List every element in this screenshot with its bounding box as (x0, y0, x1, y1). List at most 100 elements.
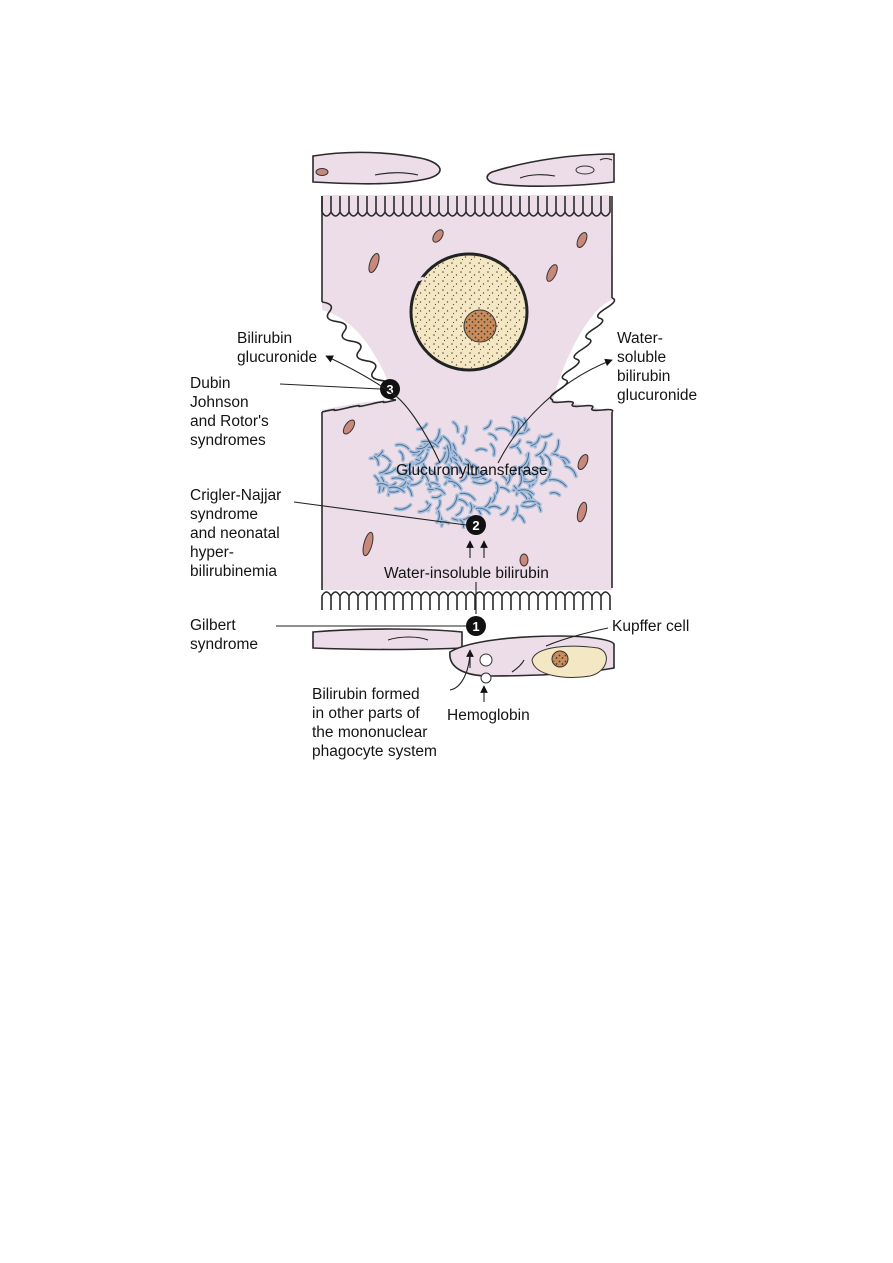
er-cisterna (510, 439, 521, 448)
er-cisterna (410, 450, 420, 454)
er-cisterna (394, 504, 411, 510)
er-cisterna (530, 436, 540, 447)
svg-text:and neonatal: and neonatal (190, 525, 280, 542)
step-marker-3: 3 (380, 379, 400, 399)
er-cisterna (399, 450, 404, 461)
er-cisterna (431, 494, 442, 499)
svg-text:Johnson: Johnson (190, 394, 249, 411)
er-cisterna (469, 502, 473, 513)
er-cisterna (379, 463, 391, 474)
er-cisterna (442, 435, 452, 451)
er-cisterna (491, 493, 496, 503)
er-cisterna (495, 427, 510, 432)
er-cisterna (510, 420, 515, 436)
label-water-soluble-bilirubin-glucuronide: Water- soluble bilirubin glucuronide (617, 330, 697, 404)
svg-text:Crigler-Najjar: Crigler-Najjar (190, 487, 281, 504)
er-cisterna (517, 489, 534, 495)
upper-endothelial-cells (312, 151, 615, 187)
er-cisterna (446, 494, 458, 510)
er-cisterna (460, 474, 468, 482)
er-cisterna (475, 507, 491, 514)
er-cisterna (472, 479, 492, 485)
er-cisterna (465, 459, 472, 469)
arrow-other-bilirubin (449, 649, 471, 691)
svg-text:syndrome: syndrome (190, 636, 258, 653)
er-cisterna (488, 433, 497, 440)
er-cisterna (550, 492, 560, 496)
label-dubin-johnson: Dubin Johnson and Rotor's syndromes (190, 375, 269, 449)
svg-text:2: 2 (472, 518, 479, 533)
er-cisterna (471, 471, 488, 479)
label-bilirubin-glucuronide: Bilirubin glucuronide (237, 330, 317, 366)
svg-text:and Rotor's: and Rotor's (190, 413, 269, 430)
arrow-to-water-soluble (497, 358, 613, 464)
svg-text:glucuronide: glucuronide (617, 387, 697, 404)
er-cisterna (369, 450, 384, 459)
label-crigler-najjar: Crigler-Najjar syndrome and neonatal hyp… (190, 487, 281, 580)
er-cisterna (447, 480, 462, 490)
er-cisterna (388, 486, 405, 493)
er-cisterna (466, 471, 484, 476)
er-cisterna (523, 418, 527, 432)
er-cisterna (415, 452, 428, 465)
er-cisterna (488, 505, 501, 509)
smooth-endoplasmic-reticulum (368, 415, 578, 530)
svg-text:bilirubinemia: bilirubinemia (190, 563, 277, 580)
svg-text:Bilirubin formed: Bilirubin formed (312, 686, 420, 703)
er-cisterna (373, 456, 379, 466)
er-cisterna (475, 448, 487, 451)
er-cisterna (506, 474, 511, 485)
er-cisterna (421, 440, 439, 448)
er-cisterna (401, 473, 413, 481)
pathway-arrows (276, 355, 613, 702)
svg-text:syndrome: syndrome (190, 506, 258, 523)
er-cisterna (512, 505, 518, 521)
svg-text:soluble: soluble (617, 349, 666, 366)
er-cisterna (559, 456, 570, 463)
er-cisterna (472, 464, 480, 475)
svg-text:in other parts of: in other parts of (312, 705, 420, 722)
step-marker-2: 2 (466, 515, 486, 535)
er-cisterna (495, 482, 499, 494)
er-cisterna (483, 420, 492, 430)
er-cisterna (395, 444, 410, 450)
svg-text:Bilirubin: Bilirubin (237, 330, 292, 347)
er-cisterna (444, 445, 450, 464)
er-cisterna (519, 452, 530, 469)
er-cisterna (522, 500, 541, 505)
er-cisterna (539, 455, 544, 465)
er-cisterna (452, 421, 459, 433)
step-marker-1: 1 (466, 616, 486, 636)
er-cisterna (460, 492, 476, 501)
label-gilbert: Gilbert syndrome (190, 617, 258, 653)
sinusoidal-microvilli-bottom (321, 591, 611, 610)
er-cisterna (535, 442, 547, 457)
svg-text:bilirubin: bilirubin (617, 368, 670, 385)
er-cisterna (500, 506, 509, 516)
er-cisterna (521, 503, 537, 508)
er-cisterna (435, 451, 446, 465)
hepatocyte-nucleus (409, 252, 529, 372)
er-cisterna (522, 479, 535, 483)
er-cisterna (435, 488, 446, 495)
er-cisterna (490, 443, 495, 456)
er-cisterna (418, 503, 431, 513)
label-hemoglobin: Hemoglobin (447, 707, 530, 724)
sinusoidal-microvilli-top (321, 196, 611, 217)
arrow-to-bilirubin-glucuronide (325, 355, 441, 464)
er-cisterna (436, 500, 441, 510)
svg-text:phagocyte system: phagocyte system (312, 743, 437, 760)
er-cisterna (416, 442, 430, 450)
label-kupffer-cell: Kupffer cell (612, 618, 689, 635)
er-cisterna (454, 461, 461, 473)
svg-text:hyper-: hyper- (190, 544, 234, 561)
svg-text:syndromes: syndromes (190, 432, 266, 449)
bile-canaliculus-right (549, 297, 616, 413)
er-cisterna (565, 465, 577, 477)
label-water-insoluble-bilirubin: Water-insoluble bilirubin (384, 565, 549, 582)
label-bilirubin-formed: Bilirubin formed in other parts of the m… (312, 686, 437, 760)
er-cisterna (459, 519, 465, 528)
label-glucuronyltransferase: Glucuronyltransferase (396, 462, 548, 479)
svg-text:1: 1 (472, 619, 479, 634)
er-cisterna (548, 479, 567, 487)
